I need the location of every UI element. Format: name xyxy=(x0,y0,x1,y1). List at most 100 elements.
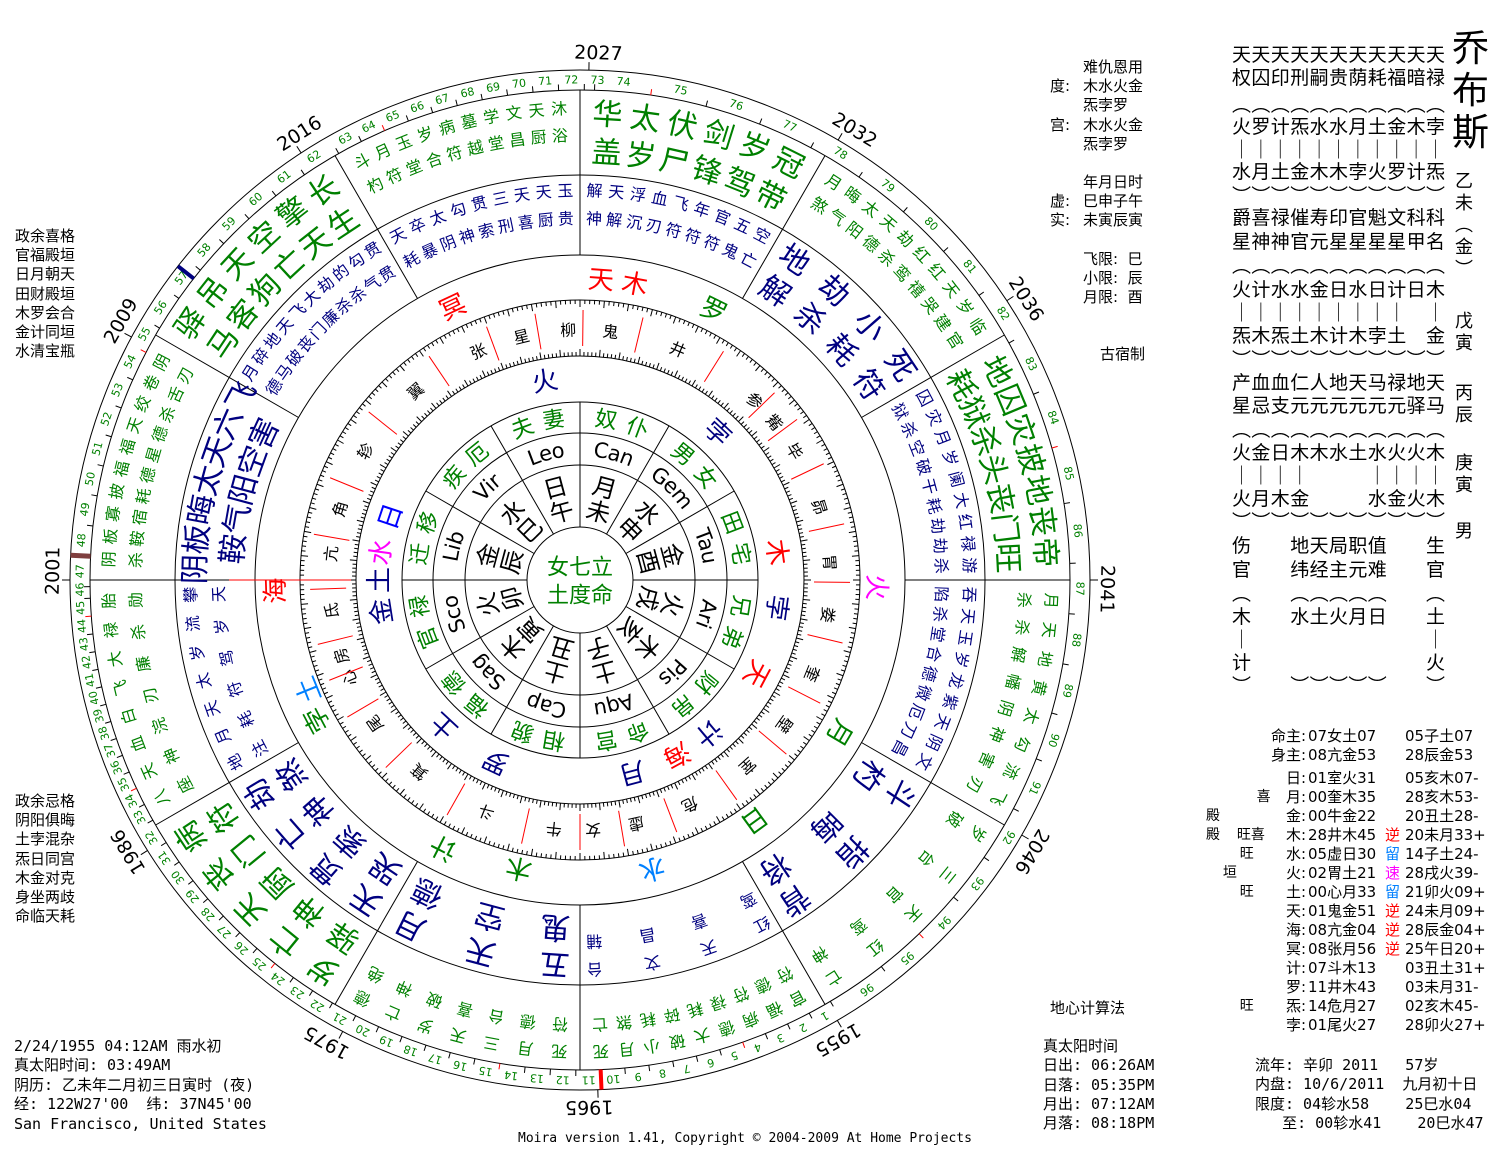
degree-tick xyxy=(368,663,373,666)
degree-tick xyxy=(512,794,515,799)
degree-tick xyxy=(357,629,362,632)
grid-row: 权囚印刑嗣贵荫耗福暗禄 xyxy=(1232,67,1446,89)
pillar-char: 辰 xyxy=(1455,405,1473,426)
degree-tick xyxy=(505,791,508,796)
age-number: 43 xyxy=(77,636,92,652)
info-label: 度: xyxy=(1050,77,1071,95)
degree-tick xyxy=(301,603,309,605)
birth-line: 阴历: 乙未年二月初三日寅时 (夜) xyxy=(14,1075,255,1094)
sector-divider xyxy=(490,625,554,735)
degree-tick xyxy=(741,353,745,358)
degree-tick xyxy=(797,633,802,636)
age-number: 96 xyxy=(857,980,876,999)
degree-tick xyxy=(787,663,792,666)
pillar-char: 寅 xyxy=(1455,475,1473,496)
degree-tick xyxy=(374,479,379,483)
grid-row: 火罗计炁水水月土金木孛 xyxy=(1232,116,1446,138)
degree-tick xyxy=(306,521,311,524)
sector-divider xyxy=(606,425,670,535)
pattern-item: 身坐两歧 xyxy=(15,888,76,906)
degree-tick xyxy=(356,532,361,534)
earthly-branch: 未 xyxy=(583,496,613,529)
age-number: 77 xyxy=(781,117,799,135)
age-number: 32 xyxy=(142,828,160,847)
degree-tick xyxy=(330,704,335,708)
age-number: 24 xyxy=(269,969,288,988)
degree-tick xyxy=(402,723,409,729)
degree-tick xyxy=(371,670,376,674)
age-number: 17 xyxy=(427,1050,444,1066)
degree-tick xyxy=(452,330,456,335)
degree-tick xyxy=(767,701,772,705)
sector-star-middle: 鸾喜昌辅 xyxy=(586,888,760,951)
age-number: 61 xyxy=(275,168,294,187)
degree-tick xyxy=(641,360,644,365)
degree-tick xyxy=(442,397,446,402)
age-tick xyxy=(705,100,709,107)
degree-tick xyxy=(764,784,768,789)
earthly-branch: 卯 xyxy=(496,583,529,613)
degree-tick xyxy=(528,357,531,362)
degree-tick xyxy=(516,360,519,365)
lunar-mansion: 房 xyxy=(330,645,353,666)
degree-tick xyxy=(694,326,699,333)
year-tick xyxy=(296,146,302,154)
age-number: 39 xyxy=(91,707,107,724)
grid-row: 官 纬经主元难 官 xyxy=(1232,559,1446,581)
degree-tick xyxy=(378,684,383,688)
degree-tick xyxy=(439,400,443,404)
lunar-mansion: 氐 xyxy=(321,601,342,619)
age-tick xyxy=(97,464,104,467)
grid-row: ︶︶︶︶︶︶︶︶︶︶︶ xyxy=(1232,185,1446,207)
sector-star-middle-text: 鸾喜昌辅 xyxy=(586,888,760,951)
age-tick xyxy=(89,651,96,654)
degree-tick xyxy=(845,502,850,505)
pattern-item: 金计同垣 xyxy=(15,323,76,341)
degree-tick xyxy=(853,617,858,620)
age-number: 1 xyxy=(818,1009,830,1024)
degree-tick xyxy=(797,524,802,527)
degree-tick xyxy=(302,617,307,620)
age-number: 29 xyxy=(183,887,202,906)
palace-label-text: 兄弟 xyxy=(716,593,754,652)
lunar-mansion: 轸 xyxy=(353,439,378,463)
sector-divider xyxy=(742,155,826,299)
limit-marker xyxy=(176,264,195,281)
degree-tick xyxy=(779,476,784,479)
degree-tick xyxy=(617,853,620,858)
degree-tick xyxy=(388,701,393,705)
grid-row: ｜｜｜｜｜｜｜｜｜ ｜ xyxy=(1232,302,1446,324)
age-tick xyxy=(1062,663,1069,666)
sector-divider xyxy=(425,490,535,554)
palace-label-text: 奴仆 xyxy=(593,406,652,444)
age-number: 20 xyxy=(354,1021,372,1039)
planet-p2: 02亥木45- xyxy=(1405,997,1479,1015)
degree-tick xyxy=(347,423,352,427)
degree-tick xyxy=(797,749,801,753)
degree-tick xyxy=(821,713,826,717)
grid-row: ︵︵︵︵︵︵︵︵︵︵︵ xyxy=(1232,255,1446,277)
lunar-mansion: 井 xyxy=(667,338,689,362)
degree-tick xyxy=(424,412,428,417)
degree-tick xyxy=(821,443,826,447)
pattern-item: 土孛混杂 xyxy=(15,830,76,849)
degree-tick xyxy=(637,796,641,804)
degree-tick xyxy=(622,799,624,804)
degree-tick xyxy=(469,380,472,385)
mansion-boundary xyxy=(368,411,398,435)
degree-tick xyxy=(664,842,668,847)
mansion-boundary xyxy=(715,770,738,801)
degree-tick xyxy=(509,792,512,797)
degree-tick xyxy=(374,388,379,393)
degree-tick xyxy=(787,760,792,765)
degree-tick xyxy=(800,411,804,415)
center-text-line1: 女七立 xyxy=(547,556,613,581)
mansion-boundary xyxy=(428,355,450,387)
degree-tick xyxy=(356,536,361,538)
degree-tick xyxy=(816,435,821,439)
degree-tick xyxy=(704,765,708,770)
lunar-mansion: 张 xyxy=(467,340,489,364)
degree-tick xyxy=(617,302,620,307)
degree-tick xyxy=(751,723,758,729)
degree-tick xyxy=(738,416,744,422)
